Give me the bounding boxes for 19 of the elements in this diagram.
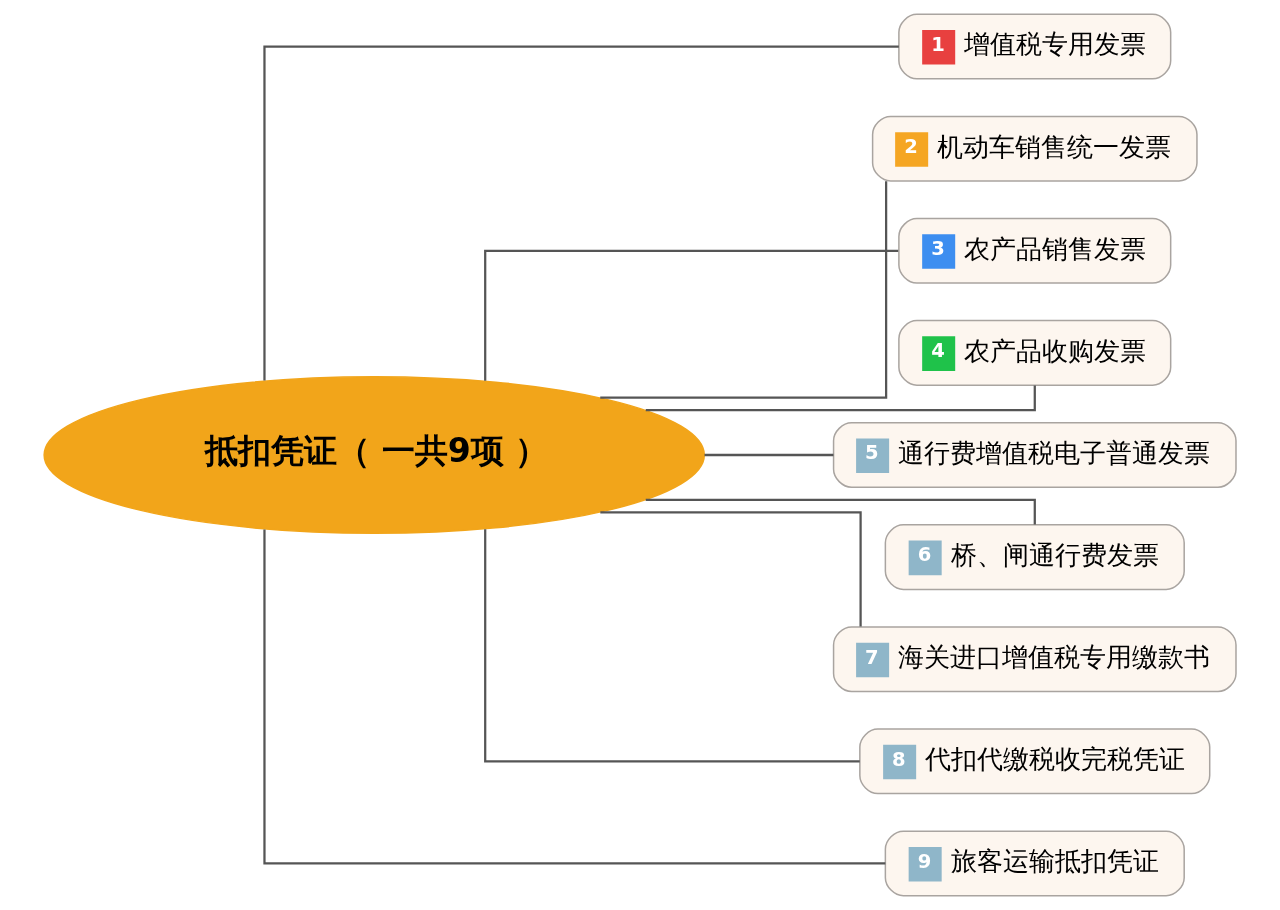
connector (645, 498, 1036, 525)
connector (704, 453, 834, 457)
connector (263, 529, 886, 865)
connector (484, 529, 860, 763)
node-box: 3 农产品销售发票 (898, 217, 1172, 284)
connector (645, 385, 1036, 412)
node-box: 1 增值税专用发票 (898, 13, 1172, 80)
node-box: 6 桥、闸通行费发票 (884, 524, 1185, 591)
node-box: 8 代扣代缴税收完税凭证 (859, 728, 1211, 795)
node-box: 9 旅客运输抵扣凭证 (884, 830, 1185, 897)
node-box: 2 机动车销售统一发票 (871, 115, 1198, 182)
connector (600, 511, 862, 627)
node-box: 4 农产品收购发票 (898, 319, 1172, 386)
connector (600, 181, 888, 399)
node-box: 7 海关进口增值税专用缴款书 (832, 626, 1237, 693)
node-box: 5 通行费增值税电子普通发票 (832, 421, 1237, 489)
node-ellipse: 抵扣凭证（ 一共9项 ） (43, 375, 706, 535)
connector (484, 249, 899, 381)
connector (263, 45, 899, 381)
